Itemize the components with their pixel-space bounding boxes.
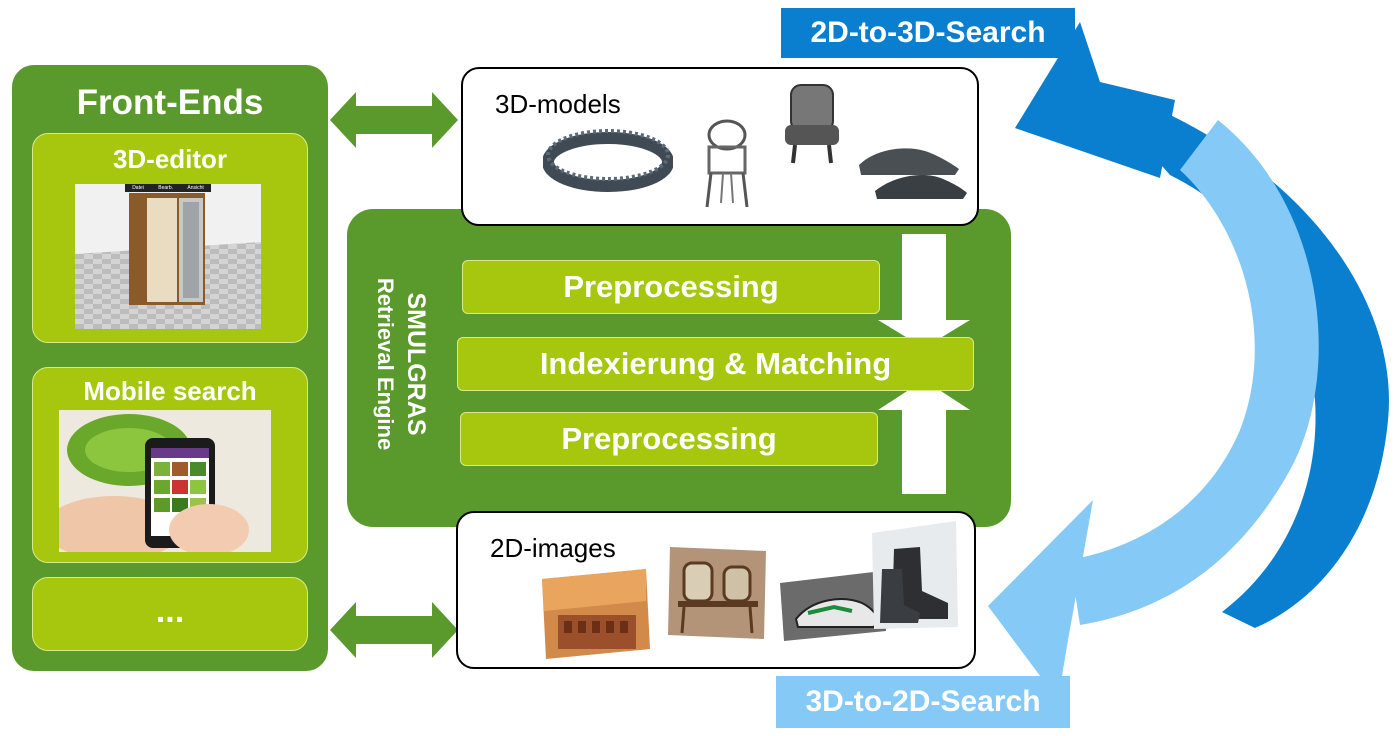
- sneaker-photo: [780, 571, 886, 641]
- down-arrow: [878, 234, 970, 348]
- 3d-to-2d-arc: [1070, 120, 1319, 625]
- 3d-editor-card[interactable]: 3D-editor Datei: [32, 133, 308, 343]
- mobile-search-photo: [59, 410, 271, 552]
- colosseum-model-icon: [543, 129, 673, 192]
- preprocessing-top-step: Preprocessing: [462, 260, 880, 314]
- up-arrow: [878, 380, 970, 494]
- front-ends-title: Front-Ends: [76, 83, 264, 122]
- 2d-images-title: 2D-images: [490, 533, 616, 563]
- phone-in-hand-image: [59, 410, 271, 552]
- 3d-editor-screenshot: Datei Bearb. Ansicht: [75, 184, 261, 329]
- boots-photo: [872, 521, 958, 629]
- shoes-model-icon: [859, 148, 967, 199]
- mobile-search-title: Mobile search: [83, 376, 257, 406]
- chairs-photo: [668, 547, 766, 639]
- editor-menu: Datei Bearb. Ansicht: [125, 184, 211, 192]
- armchair-model-icon: [785, 84, 839, 164]
- engine-subtitle: Retrieval Engine: [373, 278, 398, 450]
- engine-label: SMULGRAS Retrieval Engine: [362, 256, 438, 471]
- 3d-to-2d-arrowhead: [988, 500, 1093, 700]
- editor-menu-item[interactable]: Ansicht: [187, 185, 204, 191]
- editor-menu-item[interactable]: Datei: [132, 185, 144, 191]
- mobile-search-card[interactable]: Mobile search: [32, 367, 308, 563]
- chair-model-icon: [705, 119, 749, 208]
- 3d-editor-title: 3D-editor: [112, 144, 228, 174]
- 2d-to-3d-arc: [1088, 82, 1389, 628]
- more-label: ...: [155, 592, 185, 630]
- double-arrow-top: [330, 92, 458, 148]
- 2d-to-3d-search-label: 2D-to-3D-Search: [781, 8, 1075, 58]
- engine-name: SMULGRAS: [402, 292, 430, 435]
- double-arrow-bottom: [330, 602, 458, 658]
- front-ends-panel: Front-Ends 3D-editor: [12, 65, 328, 671]
- 3d-to-2d-search-label: 3D-to-2D-Search: [776, 676, 1070, 728]
- editor-menu-item[interactable]: Bearb.: [158, 185, 173, 191]
- 2d-to-3d-arrowhead: [1015, 22, 1175, 178]
- 2d-images-box: 2D-images: [456, 511, 976, 669]
- 3d-models-box: 3D-models: [461, 67, 979, 226]
- colosseum-photo: [542, 569, 650, 659]
- flow-arrows: [878, 234, 970, 494]
- wardrobe-scene-image: [75, 184, 261, 329]
- preprocessing-bottom-step: Preprocessing: [460, 412, 878, 466]
- indexing-matching-step: Indexierung & Matching: [457, 337, 974, 391]
- more-front-ends-card[interactable]: ...: [32, 577, 308, 651]
- 3d-models-title: 3D-models: [495, 89, 621, 119]
